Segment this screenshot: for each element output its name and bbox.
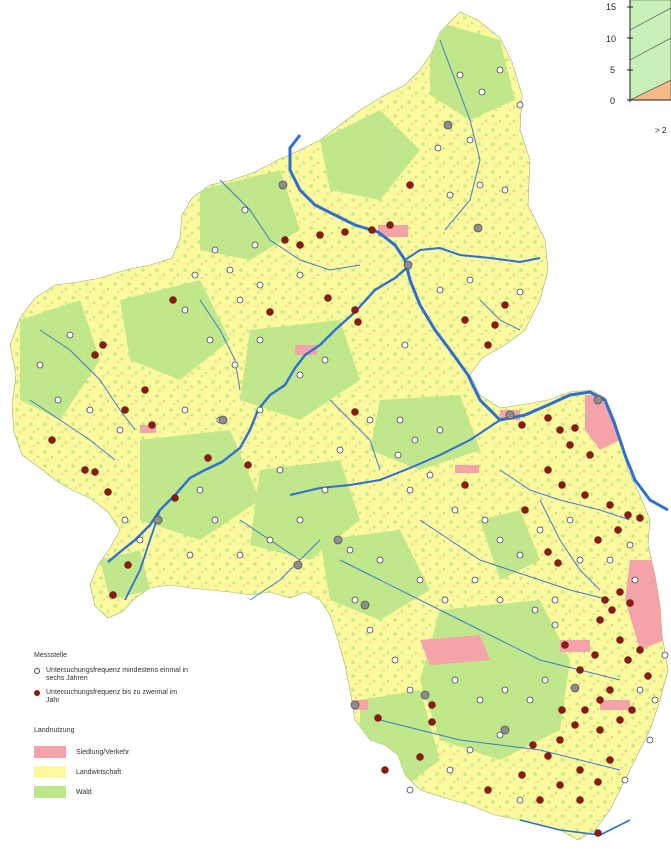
town-markers bbox=[153, 120, 603, 735]
forest-areas bbox=[20, 20, 570, 790]
inset-x-label: > 2 bbox=[655, 126, 667, 135]
legend-measuring-title: Messstelle bbox=[34, 652, 68, 659]
legend-item-forest: Wald bbox=[34, 786, 254, 798]
legend-item-open: Untersuchungsfrequenz mindestens einmal … bbox=[34, 667, 254, 683]
inset-tick-15: 15 bbox=[606, 2, 616, 12]
inset-chart: 15 10 5 0 > 2 bbox=[606, 0, 671, 135]
legend-open-label: Untersuchungsfrequenz mindestens einmal … bbox=[46, 667, 189, 682]
legend-settlement-label: Siedlung/Verkehr bbox=[76, 748, 130, 756]
red-dot-icon bbox=[34, 690, 40, 696]
inset-tick-10: 10 bbox=[606, 34, 616, 44]
open-measuring-points bbox=[36, 66, 669, 804]
river-saar bbox=[124, 509, 161, 601]
legend-item-agriculture: Landwirtschaft bbox=[34, 766, 254, 778]
inset-tick-0: 0 bbox=[610, 96, 615, 106]
inset-tick-5: 5 bbox=[610, 65, 615, 75]
legend-item-settlement: Siedlung/Verkehr bbox=[34, 746, 254, 758]
legend-item-red: Untersuchungsfrequenz bis zu zweimal im … bbox=[34, 689, 254, 705]
river-south bbox=[519, 819, 631, 836]
river-network bbox=[29, 39, 669, 836]
legend-landuse-title: Landnutzung bbox=[34, 727, 75, 734]
river-rhine bbox=[288, 134, 669, 512]
red-measuring-points bbox=[48, 181, 652, 837]
forest-swatch bbox=[34, 786, 66, 798]
agriculture-swatch bbox=[34, 766, 66, 778]
map-legend: Messstelle Untersuchungsfrequenz mindest… bbox=[34, 652, 254, 806]
legend-forest-label: Wald bbox=[76, 788, 92, 796]
open-circle-icon bbox=[34, 668, 40, 674]
river-lahn bbox=[404, 246, 541, 264]
legend-red-label: Untersuchungsfrequenz bis zu zweimal im … bbox=[46, 689, 178, 704]
legend-agriculture-label: Landwirtschaft bbox=[76, 768, 122, 776]
settlement-swatch bbox=[34, 746, 66, 758]
